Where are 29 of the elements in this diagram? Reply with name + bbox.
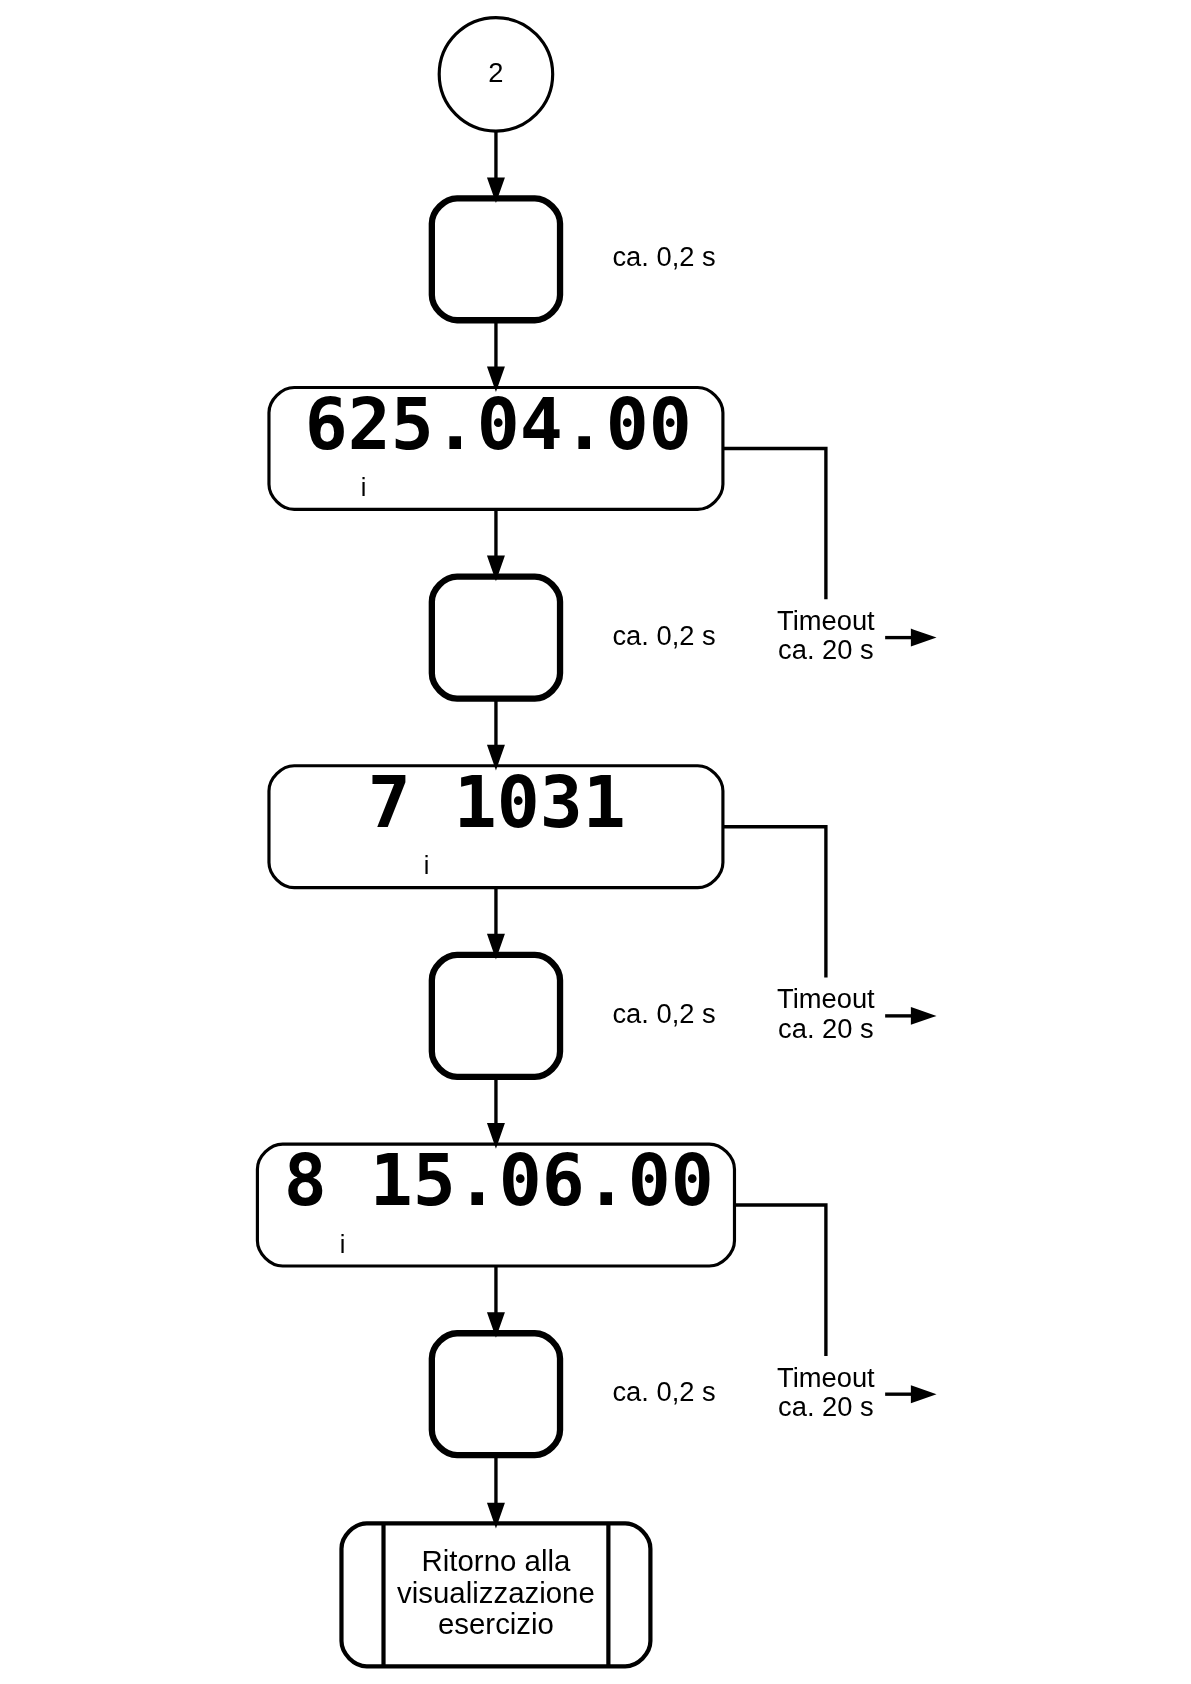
arrow <box>884 1006 937 1025</box>
arrow <box>884 1384 937 1403</box>
connector <box>722 824 828 978</box>
arrow <box>486 1455 505 1528</box>
node-text: Timeout ca. 20 s <box>776 982 875 1044</box>
arrow <box>884 628 937 647</box>
arrow <box>486 320 505 392</box>
arrow <box>486 1077 505 1149</box>
arrow <box>486 131 505 203</box>
node-box <box>428 1329 563 1458</box>
arrow <box>486 1266 505 1338</box>
node-box <box>428 573 563 702</box>
node-text: Timeout ca. 20 s <box>776 604 875 665</box>
node-box <box>428 951 563 1080</box>
arrow <box>486 699 505 770</box>
node-text: Timeout ca. 20 s <box>776 1361 875 1422</box>
arrow <box>486 509 505 581</box>
arrow <box>486 888 505 960</box>
node-label: ca. 0,2 s <box>611 619 716 651</box>
connector <box>722 446 828 599</box>
node-label: ca. 0,2 s <box>611 997 716 1029</box>
node-label: ca. 0,2 s <box>611 1375 716 1407</box>
node-label: ca. 0,2 s <box>611 240 716 272</box>
node-circle: 2 <box>437 15 554 133</box>
node-box: 8 15.06.00 i <box>255 1142 736 1268</box>
connector <box>734 1202 828 1356</box>
node-box <box>428 194 563 323</box>
node-box: 625.04.00 i <box>266 385 724 511</box>
node-box: 7 1031 i <box>266 763 724 889</box>
